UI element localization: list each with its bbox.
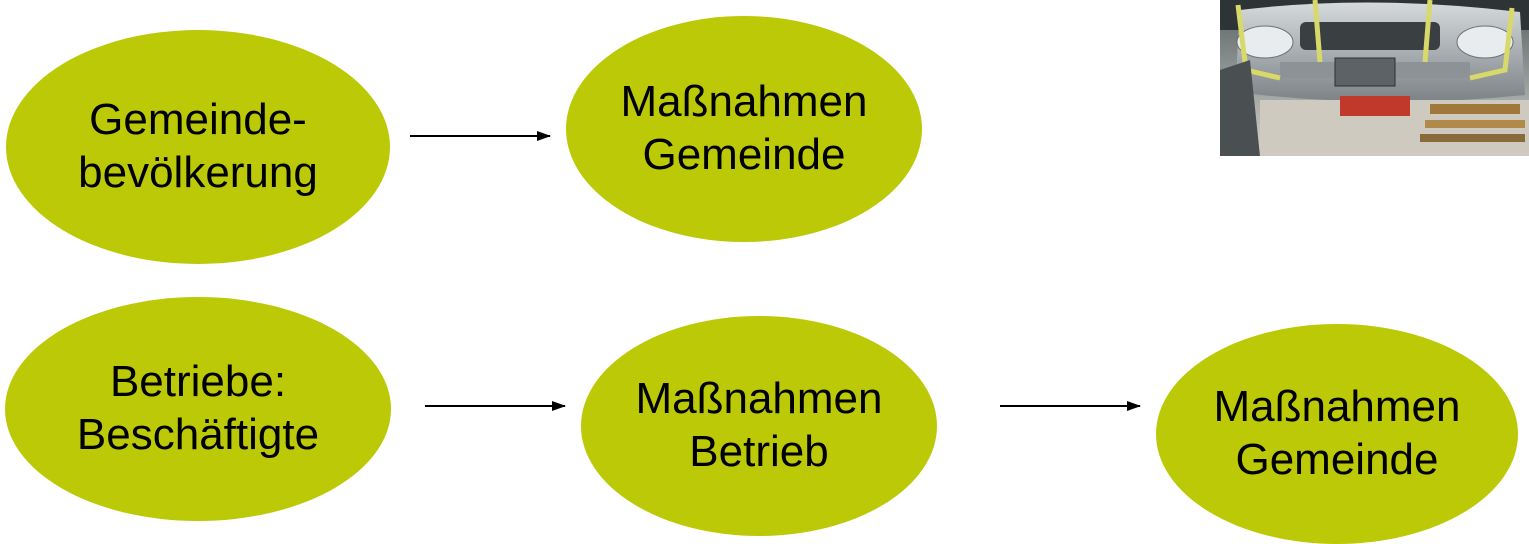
node-massnahmen-gemeinde-bottom: Maßnahmen Gemeinde — [1156, 324, 1518, 544]
node-label-line2: bevölkerung — [78, 148, 318, 197]
node-label-line2: Betrieb — [689, 427, 829, 476]
node-betriebe: Betriebe: Beschäftigte — [5, 297, 391, 521]
node-label-line1: Betriebe: — [109, 357, 287, 407]
node-label-line1: Maßnahmen — [1213, 382, 1461, 432]
node-label-line2: Gemeinde — [642, 130, 846, 179]
car-assembly-photo — [1220, 0, 1529, 156]
node-massnahmen-betrieb: Maßnahmen Betrieb — [581, 316, 937, 536]
node-massnahmen-gemeinde-top: Maßnahmen Gemeinde — [566, 16, 922, 242]
node-label-line2: Beschäftigte — [76, 410, 320, 459]
node-label-line1: Maßnahmen — [635, 374, 883, 424]
node-label-line1: Maßnahmen — [620, 77, 868, 127]
node-gemeindebevoelkerung: Gemeinde- bevölkerung — [6, 30, 390, 264]
node-label-line1: Gemeinde- — [89, 95, 307, 145]
node-label-line2: Gemeinde — [1235, 435, 1439, 484]
